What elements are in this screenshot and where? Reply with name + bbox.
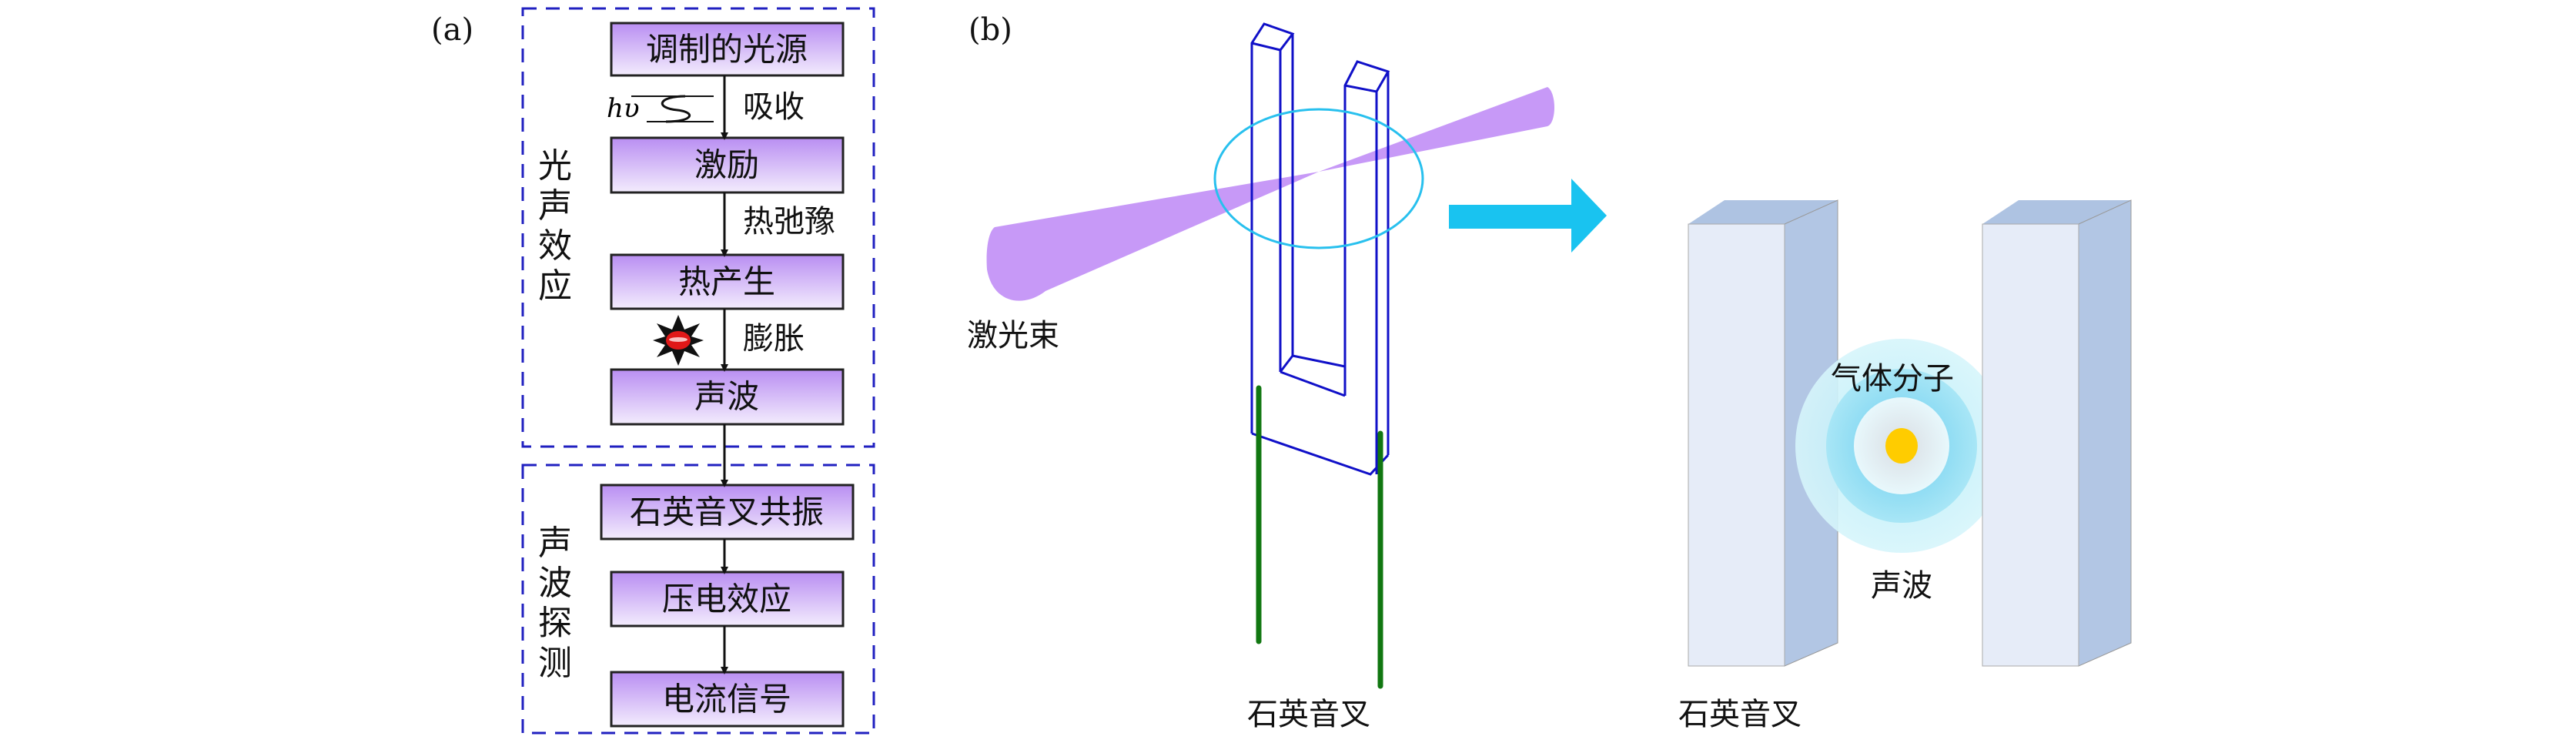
laser-beam-label: 激光束 <box>967 318 1059 353</box>
svg-text:声: 声 <box>538 186 572 226</box>
thermal-relaxation-label: 热弛豫 <box>743 204 835 239</box>
right-arrow-icon <box>1449 179 1607 253</box>
sound-wave-label: 声波 <box>1871 568 1932 604</box>
group1-vertical-label: 光 声 效 应 <box>538 146 572 306</box>
gas-molecule <box>1885 428 1918 464</box>
svg-text:hυ: hυ <box>607 93 640 124</box>
step-box: 声波 <box>610 368 845 426</box>
tuning-fork-label-right: 石英音叉 <box>1678 697 1802 732</box>
explosion-icon <box>653 315 704 366</box>
svg-text:激励: 激励 <box>694 146 759 184</box>
gas-molecule-label: 气体分子 <box>1831 361 1954 397</box>
step-box: 电流信号 <box>610 671 845 728</box>
photoacoustic-effect-group <box>521 7 875 448</box>
svg-text:测: 测 <box>538 644 572 683</box>
step-box: 调制的光源 <box>610 22 845 77</box>
svg-text:石英音叉共振: 石英音叉共振 <box>630 494 824 531</box>
svg-text:波: 波 <box>538 564 572 603</box>
svg-text:声: 声 <box>538 524 572 563</box>
svg-text:声波: 声波 <box>694 378 759 416</box>
svg-text:光: 光 <box>538 146 572 186</box>
svg-text:压电效应: 压电效应 <box>662 581 791 618</box>
panel-b-label: (b) <box>969 12 1012 48</box>
sound-wave-rings <box>1795 339 2008 553</box>
tuning-fork-label: 石英音叉 <box>1247 697 1370 732</box>
svg-text:探: 探 <box>538 604 572 643</box>
svg-text:应: 应 <box>538 266 572 306</box>
quartz-tuning-fork-wireframe <box>1250 22 1390 476</box>
photon-icon: hυ <box>607 93 714 124</box>
expansion-label: 膨胀 <box>743 321 805 356</box>
laser-beam <box>986 87 1554 301</box>
step-box: 热产生 <box>610 253 845 310</box>
step-box: 石英音叉共振 <box>600 484 855 541</box>
acoustic-detection-group <box>521 464 875 735</box>
svg-text:调制的光源: 调制的光源 <box>646 31 808 69</box>
svg-text:热产生: 热产生 <box>678 263 775 301</box>
focus-circle <box>1213 108 1424 249</box>
flow-steps: 调制的光源 激励 热产生 声波 石英音叉共振 压电效应 电流信号 <box>600 22 855 728</box>
prong-block-right <box>1982 199 2132 667</box>
svg-text:电流信号: 电流信号 <box>662 681 791 718</box>
svg-text:效: 效 <box>538 226 572 266</box>
step-box: 激励 <box>610 136 845 194</box>
absorb-label: 吸收 <box>743 89 805 125</box>
group2-vertical-label: 声 波 探 测 <box>538 524 572 683</box>
step-box: 压电效应 <box>610 571 845 628</box>
panel-a-label: (a) <box>431 12 473 48</box>
